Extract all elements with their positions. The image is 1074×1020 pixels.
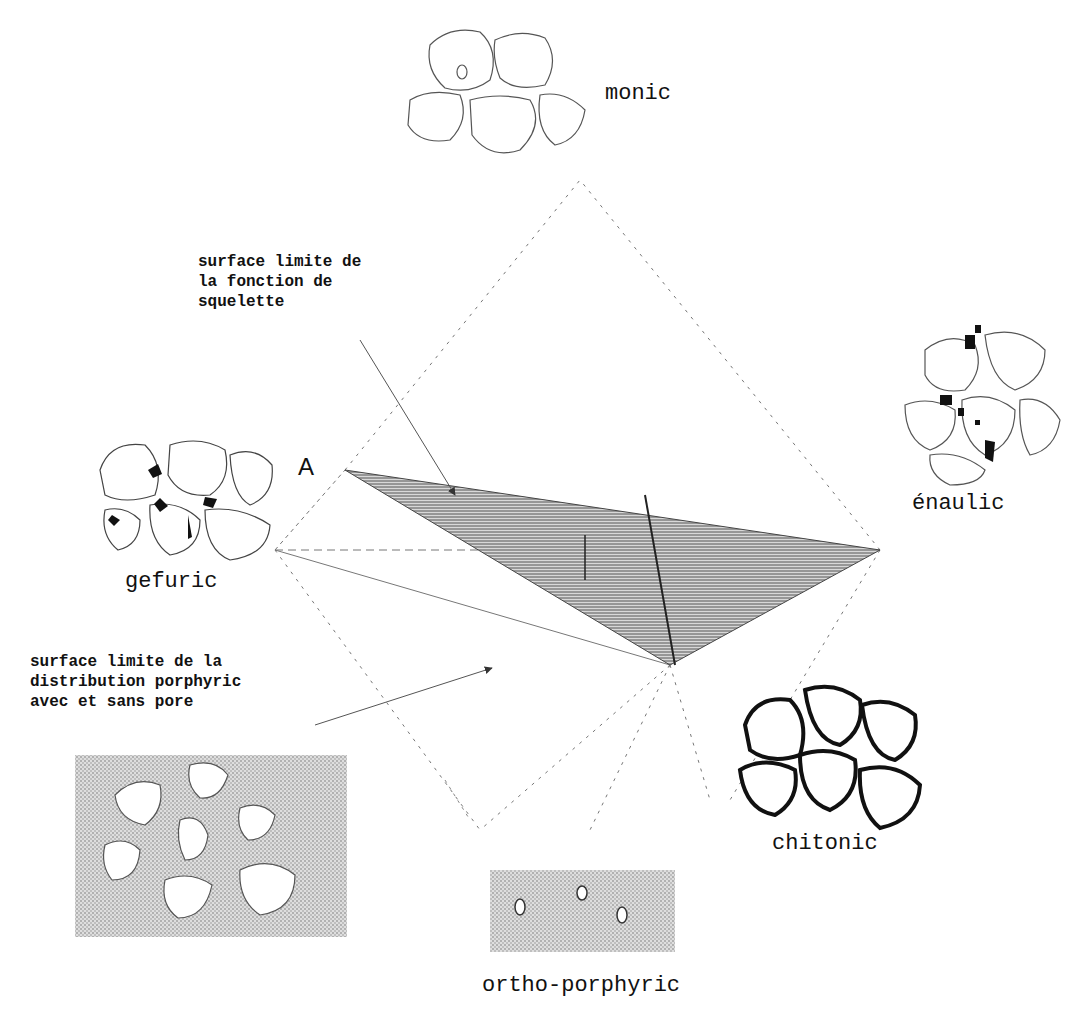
type-label: gefuric: [125, 568, 217, 596]
note-label: surface limite de la distribution porphy…: [30, 652, 248, 712]
type-label: monic: [605, 80, 671, 108]
type-label: énaulic: [912, 490, 1004, 518]
note-label: surface limite de la fonction de squelet…: [198, 252, 370, 312]
point-label: A: [298, 452, 314, 482]
type-label: ortho-porphyric: [482, 972, 680, 1000]
type-label: chitonic: [772, 830, 878, 858]
